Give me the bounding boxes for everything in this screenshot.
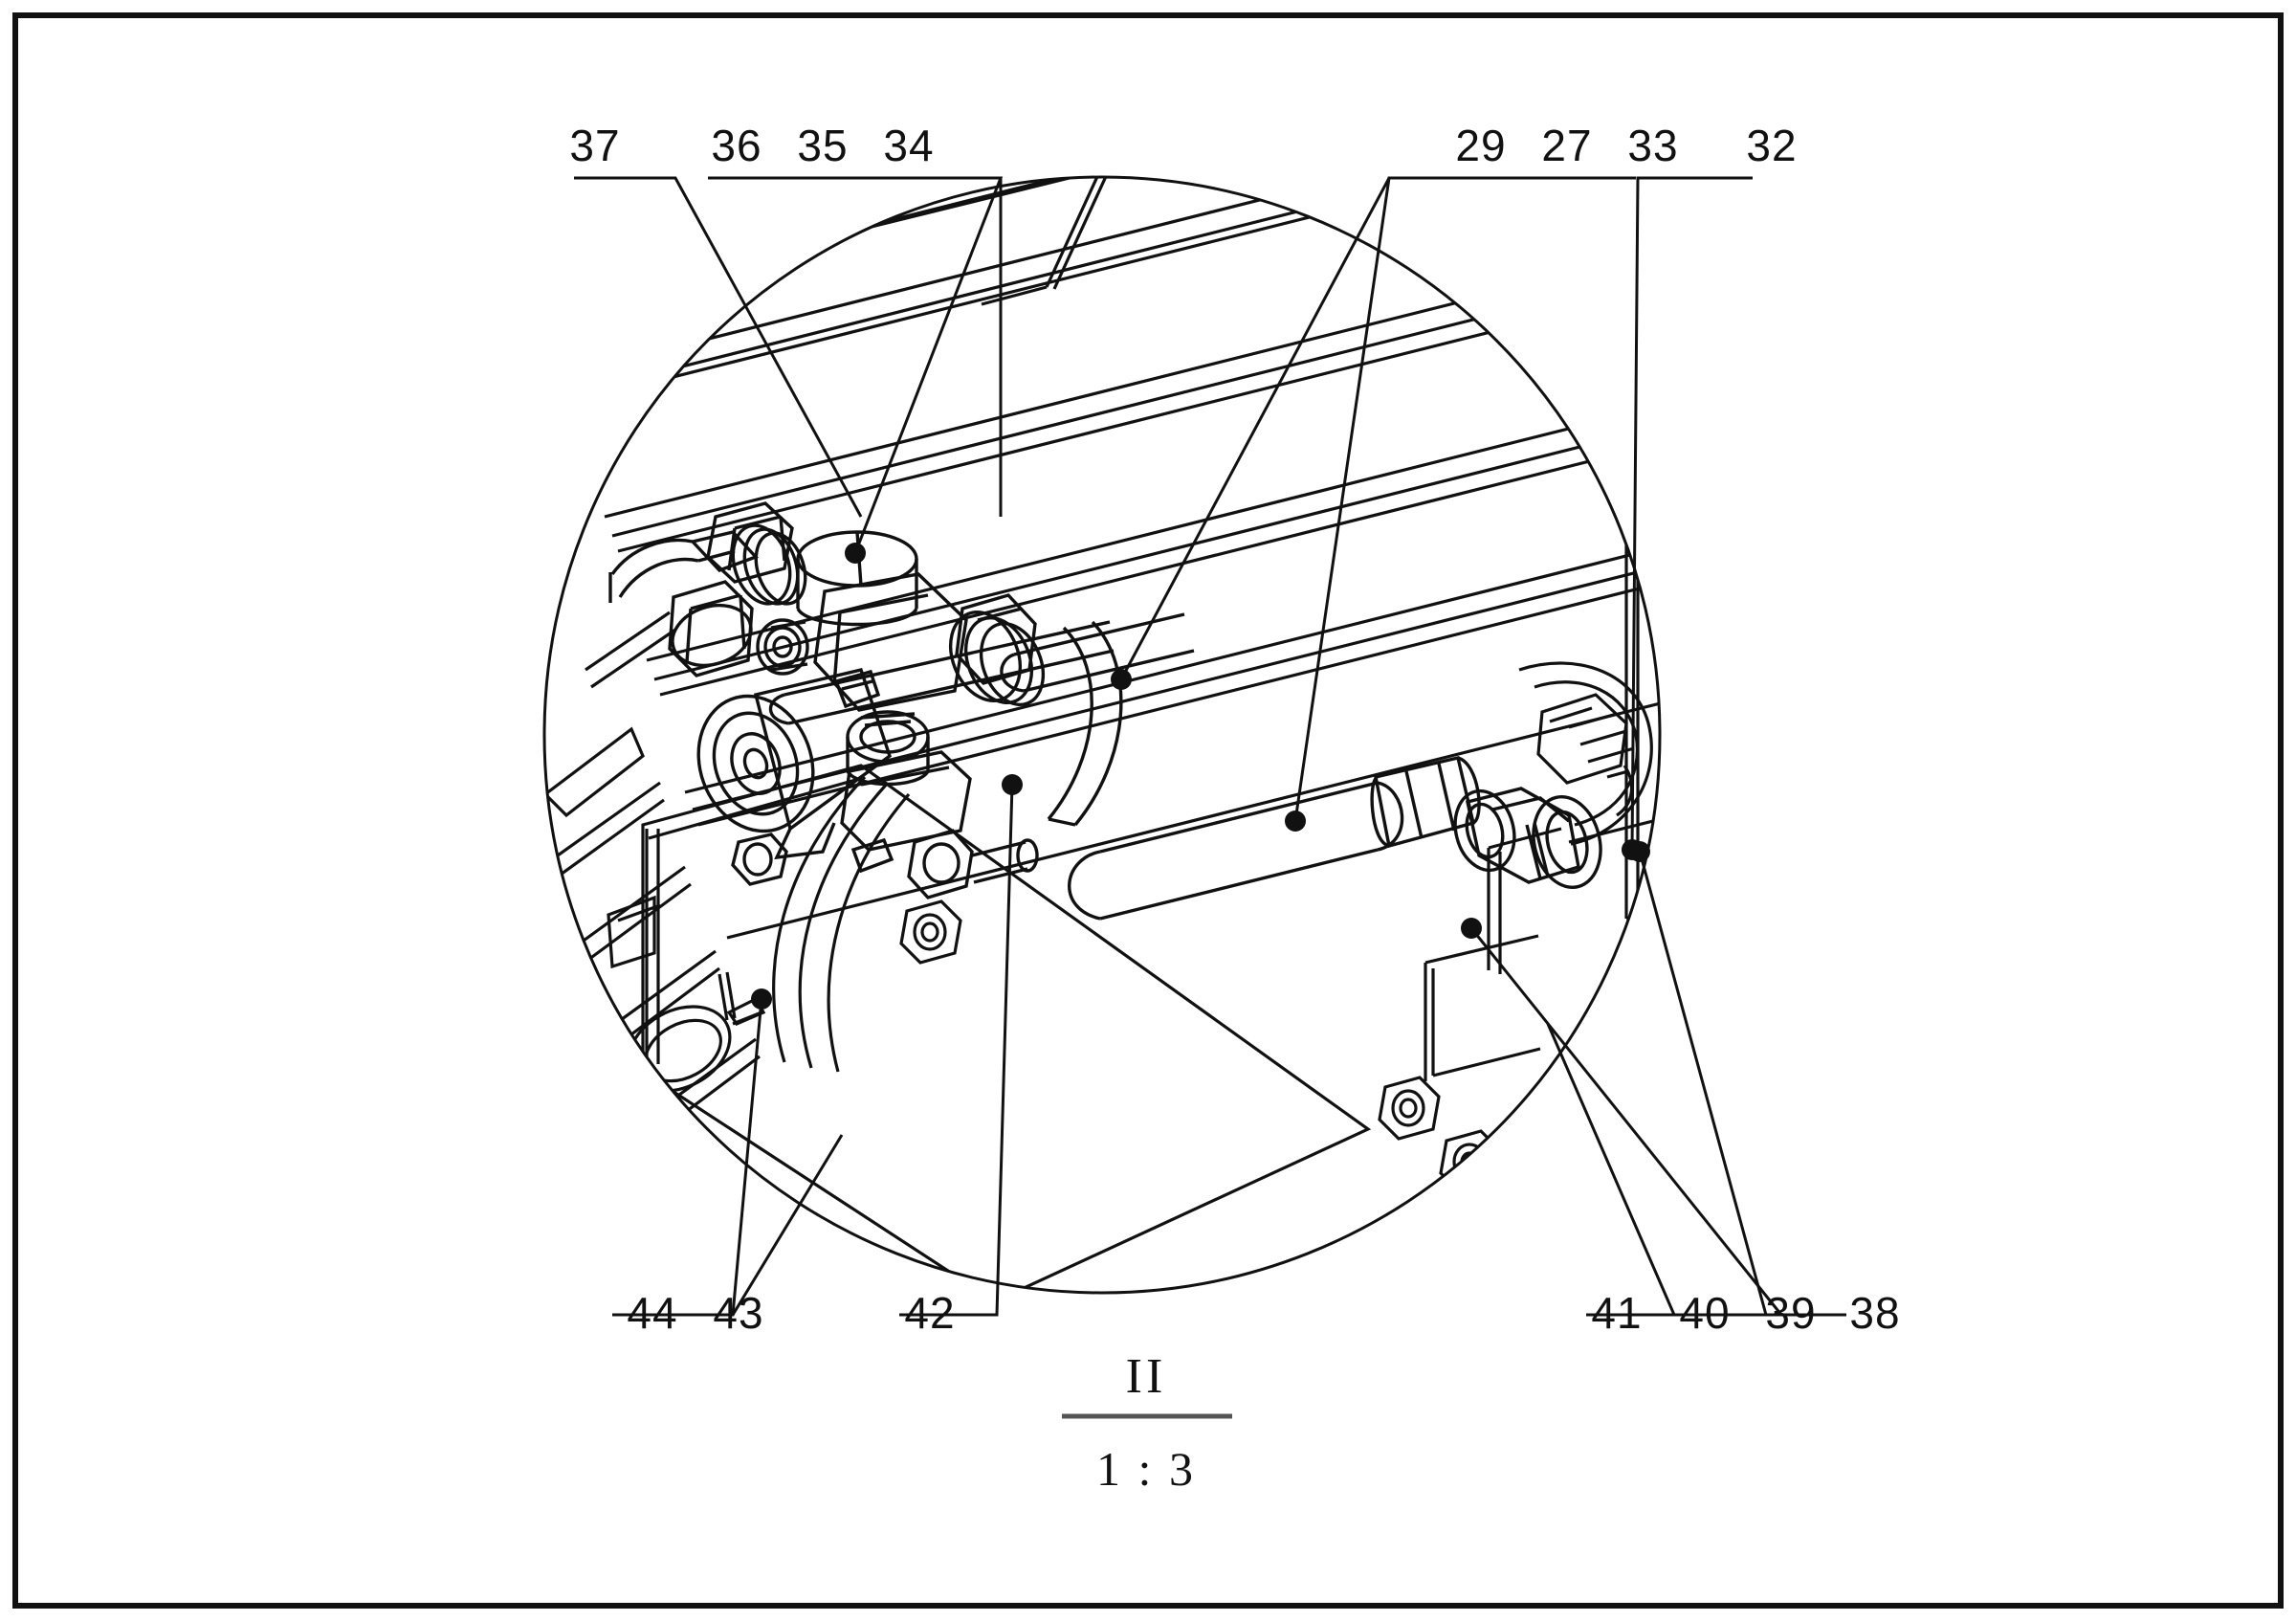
reference-number-34: 34 [883, 121, 934, 170]
leader-41 [1546, 1023, 1677, 1317]
left-panel [544, 611, 1372, 1293]
leader-dot-42 [1002, 774, 1023, 795]
reference-number-37: 37 [569, 121, 620, 170]
reference-number-36: 36 [711, 121, 762, 170]
leader-33 [1293, 176, 1636, 822]
reference-number-32: 32 [1746, 121, 1797, 170]
leader-43 [714, 998, 763, 1317]
leader-dot-34 [845, 543, 866, 564]
reference-number-33: 33 [1627, 121, 1678, 170]
leader-29 [1119, 176, 1464, 680]
leader-dot-33 [1285, 810, 1306, 832]
rail-bolts [899, 899, 1502, 1194]
reference-number-38: 38 [1849, 1288, 1900, 1338]
reference-number-44: 44 [627, 1288, 677, 1338]
hydraulic-cylinder [1068, 755, 1602, 921]
reference-number-41: 41 [1591, 1288, 1642, 1338]
valve-assembly [608, 501, 1195, 899]
leader-dots-group [751, 543, 1650, 1010]
reference-number-43: 43 [713, 1288, 763, 1338]
detail-view-label: II [1126, 1349, 1167, 1404]
reference-numbers-group: 37 36 35 34 29 27 33 32 44 43 42 41 40 39 38 [569, 121, 1900, 1338]
view-caption: II 1 : 3 [1062, 1349, 1232, 1496]
leader-dot-43 [751, 988, 772, 1010]
leader-39 [1469, 927, 1783, 1316]
leader-dot-39 [1461, 918, 1482, 939]
leader-37 [574, 176, 863, 518]
reference-number-42: 42 [904, 1288, 955, 1338]
reference-number-29: 29 [1455, 121, 1506, 170]
reference-number-27: 27 [1541, 121, 1592, 170]
leader-42 [899, 784, 1014, 1317]
scale-label: 1 : 3 [1096, 1442, 1196, 1496]
leader-38 [1638, 851, 1846, 1317]
leader-34 [853, 176, 1004, 554]
leader-32 [1630, 176, 1753, 851]
drawing-frame [12, 12, 2284, 1609]
reference-number-35: 35 [797, 121, 848, 170]
detail-view-circle [542, 175, 1662, 1295]
leader-dot-29 [1111, 669, 1132, 690]
pin-bracket [1518, 661, 1653, 846]
leader-lines-group [574, 176, 1846, 1317]
leader-dot-38 [1629, 841, 1650, 862]
reference-number-39: 39 [1765, 1288, 1816, 1338]
reference-number-40: 40 [1679, 1288, 1730, 1338]
